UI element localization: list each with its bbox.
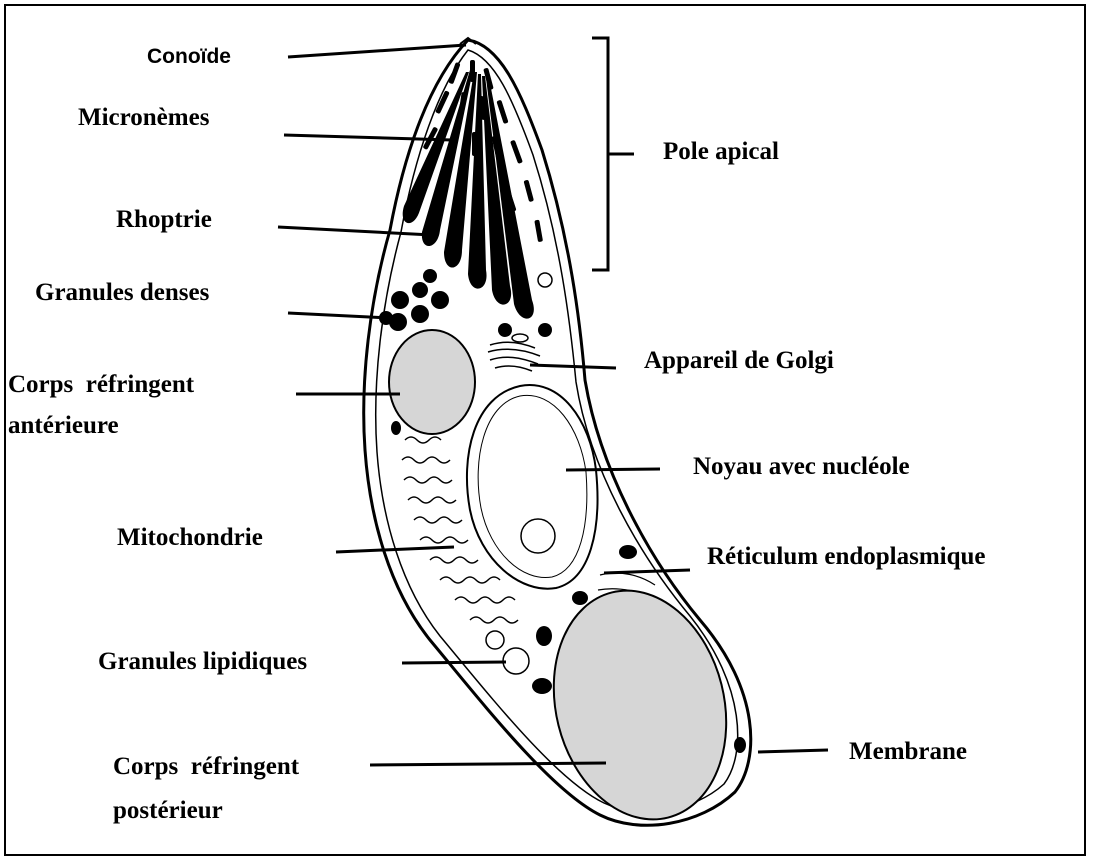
- label-corps-anterieur-1: Corps réfringent: [8, 370, 194, 400]
- label-membrane: Membrane: [849, 737, 967, 767]
- nucleolus: [521, 519, 555, 553]
- label-pole-apical: Pole apical: [663, 137, 779, 167]
- label-reticulum: Réticulum endoplasmique: [707, 542, 986, 572]
- label-conoide: Conoïde: [147, 42, 231, 72]
- dense-granule: [423, 269, 437, 283]
- label-noyau: Noyau avec nucléole: [693, 452, 910, 482]
- lipid-granule: [486, 631, 504, 649]
- lipid-granule: [503, 648, 529, 674]
- pole-apical-bracket: [592, 38, 634, 270]
- label-granules-denses: Granules denses: [35, 278, 209, 308]
- label-corps-posterieur-1: Corps réfringent: [113, 752, 299, 782]
- label-rhoptrie: Rhoptrie: [116, 205, 212, 235]
- leader-conoide: [288, 45, 466, 57]
- label-mitochondrie: Mitochondrie: [117, 523, 263, 553]
- leader-membrane: [758, 750, 828, 752]
- leader-corps-posterieur: [370, 763, 606, 765]
- label-granules-lipidiques: Granules lipidiques: [98, 647, 307, 677]
- label-corps-posterieur-2: postérieur: [113, 796, 223, 826]
- dense-granule: [411, 305, 429, 323]
- dense-granule: [412, 282, 428, 298]
- lipid-granule: [538, 273, 552, 287]
- dense-granule: [431, 291, 449, 309]
- anterior-refractile-body: [389, 330, 475, 434]
- dense-granule: [391, 291, 409, 309]
- label-appareil-golgi: Appareil de Golgi: [644, 346, 834, 376]
- leader-noyau: [566, 469, 660, 470]
- dense-granule: [498, 323, 512, 337]
- label-micronemes: Micronèmes: [78, 103, 209, 133]
- dense-granule: [538, 323, 552, 337]
- label-corps-anterieur-2: antérieure: [8, 411, 119, 441]
- leader-granules-lipidiques: [402, 662, 506, 663]
